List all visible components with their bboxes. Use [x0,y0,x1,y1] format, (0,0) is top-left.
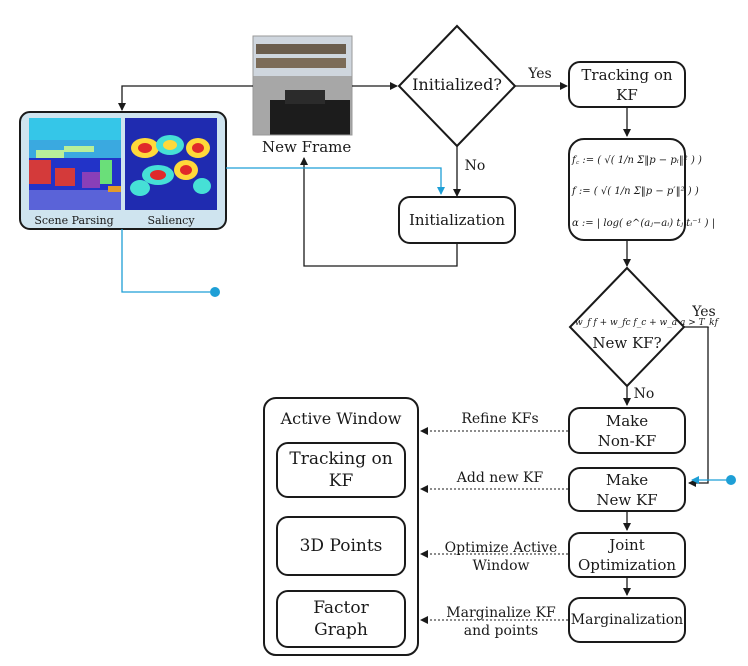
new-kf-label: New KF? [592,334,662,352]
perception-panel [19,111,227,230]
refine-kfs-label: Refine KFs [461,411,539,427]
decision-formula: w_f f + w_fc f_c + w_a a > T_kf [575,318,718,328]
initialized-label: Initialized? [412,75,502,94]
add-new-kf-label: Add new KF [456,470,544,486]
yes-label-1: Yes [528,66,552,82]
no-label-2: No [633,386,655,402]
scene-parsing-label: Scene Parsing [34,214,114,227]
make-new-kf-node: Make New KF [568,467,686,512]
yes-label-2: Yes [692,304,716,320]
aw-3d-points-node: 3D Points [276,516,406,576]
no-label-1: No [464,158,486,174]
scene-parsing-image [29,118,121,210]
aw-factor-graph-node: Factor Graph [276,590,406,648]
initialization-node: Initialization [398,196,516,244]
aw-tracking-node: Tracking on KF [276,442,406,498]
active-window-title: Active Window [280,409,402,428]
make-non-kf-node: Make Non-KF [568,407,686,454]
new-frame-label: New Frame [262,138,352,156]
new-frame-image [252,35,353,136]
formula-box [568,138,686,241]
marginalize-kf-points-label: Marginalize KF and points [446,605,556,639]
formula-f: f := ( √( 1/n Σ‖p − p′‖² ) ) [572,186,699,197]
saliency-image [125,118,217,210]
tracking-on-kf-node: Tracking on KF [568,61,686,108]
saliency-label: Saliency [147,214,195,227]
optimize-active-window-label: Optimize Active Window [444,540,558,574]
joint-optimization-node: Joint Optimization [568,532,686,578]
formula-fc: f꜀ := ( √( 1/n Σ‖p − pᵢ‖² ) ) [572,155,702,166]
formula-alpha: α := | log( e^(aⱼ−aᵢ) tⱼ tᵢ⁻¹ ) | [572,218,716,229]
marginalization-node: Marginalization [568,597,686,643]
